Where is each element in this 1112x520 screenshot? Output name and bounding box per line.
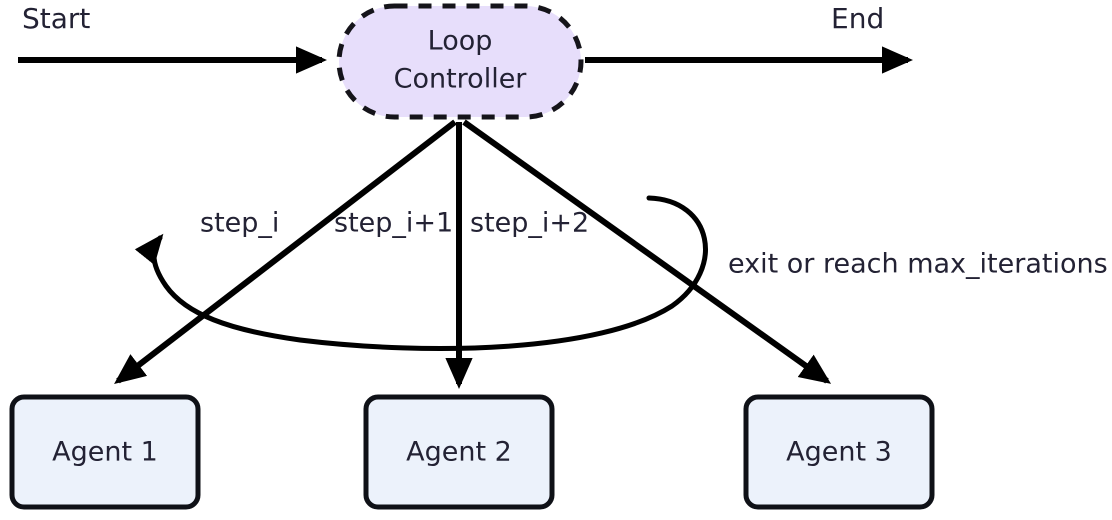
agent-1-label: Agent 1 <box>52 437 158 468</box>
node-agent-3[interactable]: Agent 3 <box>743 394 935 510</box>
agent-2-label: Agent 2 <box>406 437 512 468</box>
edge-controller-to-agent-3 <box>462 119 832 384</box>
branch-line-agent-1 <box>114 119 457 385</box>
feedback-curve-path <box>134 195 708 352</box>
node-agent-2[interactable]: Agent 2 <box>363 394 555 510</box>
edge-controller-to-agent-1 <box>114 119 457 385</box>
edge-feedback-loop <box>134 195 708 352</box>
agent-3-label: Agent 3 <box>786 437 892 468</box>
edge-label-step-i-plus-2: step_i+2 <box>470 208 589 239</box>
edge-label-step-i: step_i <box>200 208 279 239</box>
branch-line-agent-3 <box>462 119 832 384</box>
agent-3-shape[interactable] <box>743 394 935 510</box>
start-label: Start <box>22 2 90 35</box>
node-loop-controller[interactable]: Loop Controller <box>336 3 584 120</box>
agent-2-shape[interactable] <box>363 394 555 510</box>
end-label: End <box>831 2 884 35</box>
agent-1-shape[interactable] <box>9 394 201 510</box>
loop-controller-label-line-2: Controller <box>394 64 528 95</box>
loop-controller-shape[interactable] <box>336 3 584 120</box>
edge-label-feedback-condition: exit or reach max_iterations ? <box>728 249 1112 280</box>
edge-label-step-i-plus-1: step_i+1 <box>334 208 453 239</box>
node-agent-1[interactable]: Agent 1 <box>9 394 201 510</box>
loop-controller-label-line-1: Loop <box>428 26 493 57</box>
